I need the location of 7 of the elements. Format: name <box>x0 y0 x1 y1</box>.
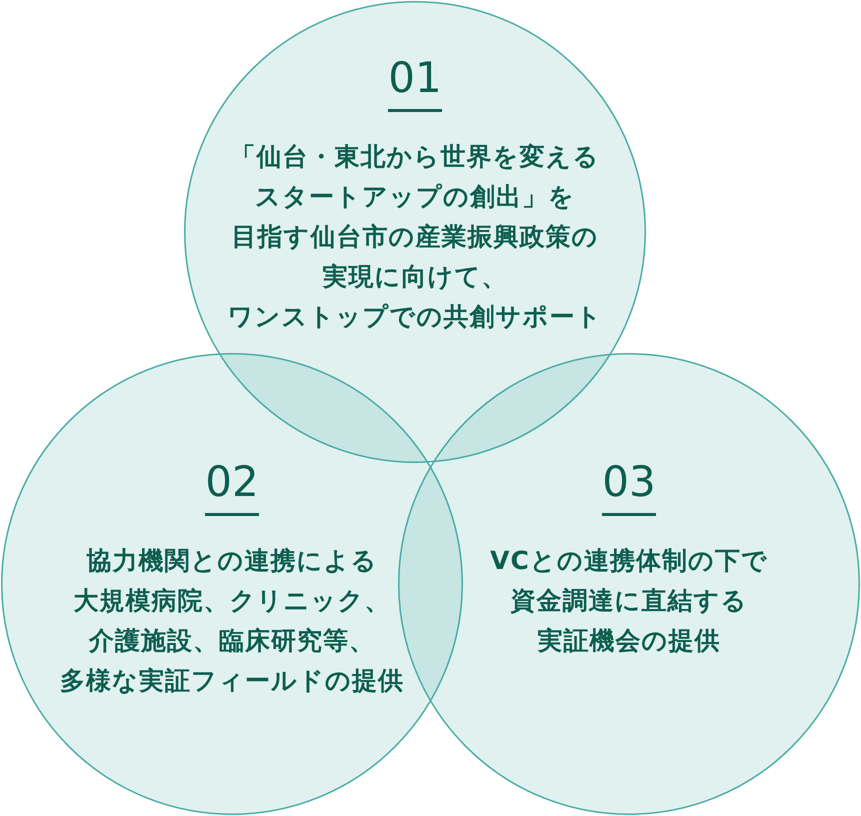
description-text: 「仙台・東北から世界を変えるスタートアップの創出」を目指す仙台市の産業振興政策の実現に向けて、ワンストップでの共創サポート <box>228 141 602 333</box>
venn-circle <box>184 1 646 463</box>
section-number: 03 <box>602 459 656 505</box>
section-number: 02 <box>205 459 259 505</box>
section-number: 01 <box>388 55 442 101</box>
description-text: VCとの連携体制の下で資金調達に直結する実証機会の提供 <box>490 545 768 657</box>
description-text: 協力機関との連携による大規模病院、クリニック、介護施設、臨床研究等、多様な実証フィールドの提供 <box>60 545 404 697</box>
